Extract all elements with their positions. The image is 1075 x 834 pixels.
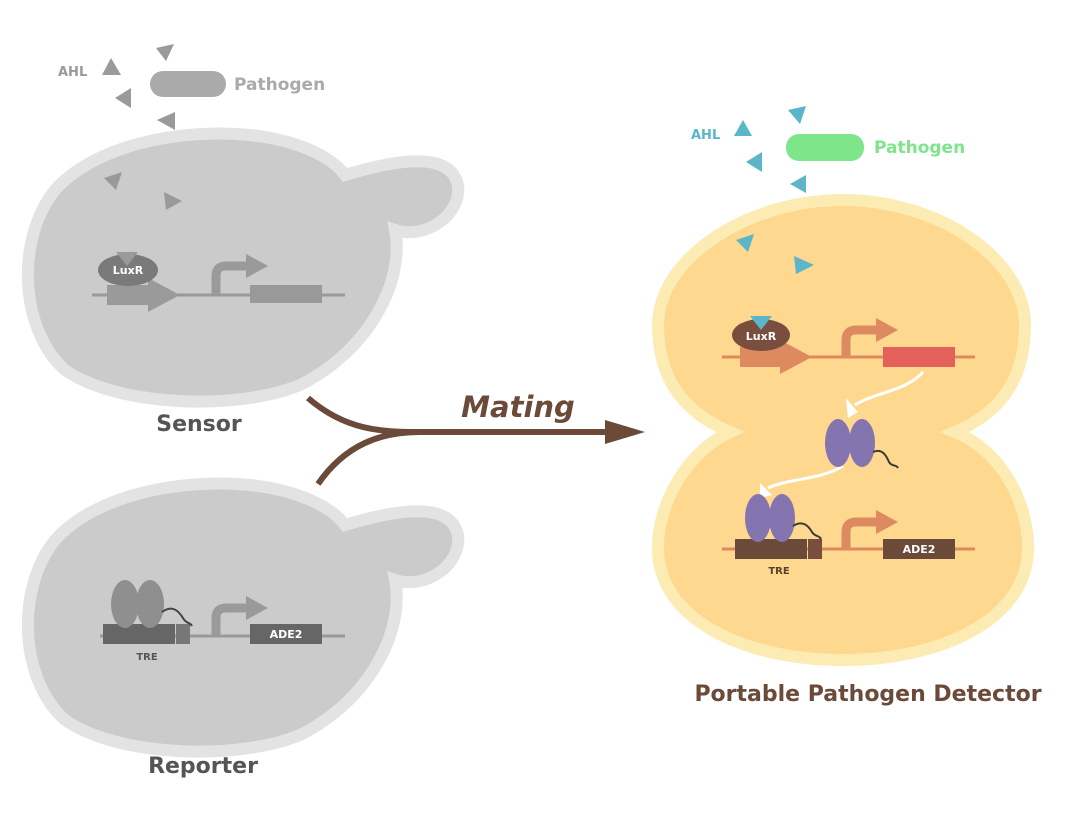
- transcription-start-arrow: [841, 517, 878, 549]
- ahl-molecule: [788, 106, 806, 124]
- ahl-molecule: [104, 172, 122, 190]
- promoter-arrow: [107, 278, 180, 312]
- mating-arrowhead: [605, 420, 645, 444]
- ahl-molecule: [102, 58, 121, 75]
- detector-tre-label: TRE: [768, 566, 790, 577]
- ahl-molecule: [115, 88, 131, 108]
- ahl-molecule: [750, 316, 772, 330]
- transcription-factor: [825, 419, 851, 467]
- reporter-gene-label: ADE2: [270, 628, 303, 641]
- sensor-pathogen-label: Pathogen: [234, 75, 325, 95]
- detector-luxr-label: LuxR: [746, 330, 777, 343]
- transcription-start-arrow: [211, 603, 248, 636]
- sensor-luxr-label: LuxR: [113, 264, 144, 277]
- factor-tail: [872, 449, 899, 469]
- tre-element: [103, 624, 175, 644]
- ade2-gene: [883, 539, 955, 559]
- transcription-factor: [849, 419, 875, 467]
- transcription-start-arrow: [211, 261, 248, 295]
- ahl-molecule: [157, 112, 175, 130]
- sensor-group: AHL Pathogen LuxR Sensor: [21, 44, 465, 437]
- reporter-title: Reporter: [148, 754, 258, 779]
- ahl-molecule: [794, 256, 814, 274]
- sensor-ahl-label: AHL: [58, 65, 87, 80]
- transcription-factor: [111, 580, 139, 628]
- reporter-tre-label: TRE: [136, 652, 158, 663]
- operator-box: [808, 539, 822, 559]
- detector-ahl-label: AHL: [691, 128, 720, 143]
- luxr-protein: [98, 254, 158, 286]
- ahl-molecule: [116, 252, 138, 266]
- pathogen-cell: [150, 71, 226, 97]
- mating-branch-top: [306, 395, 421, 435]
- mating-branch-bottom: [315, 429, 421, 486]
- reporter-yeast-cell: [21, 477, 465, 758]
- output-gene: [250, 285, 322, 303]
- mating-label: Mating: [461, 390, 575, 424]
- transcription-factor: [136, 580, 164, 628]
- operator-box: [176, 624, 190, 644]
- ahl-molecule: [736, 234, 754, 252]
- ahl-molecule: [734, 120, 752, 136]
- transcription-arrowhead: [876, 510, 898, 534]
- mating-arrow-group: Mating: [306, 390, 645, 486]
- expression-arrowhead: [846, 398, 858, 418]
- sensor-title: Sensor: [156, 412, 242, 437]
- transcription-arrowhead: [876, 318, 898, 342]
- transcription-start-arrow: [841, 325, 878, 357]
- expression-arrow: [854, 370, 925, 407]
- detector-gene-label: ADE2: [903, 543, 936, 556]
- detector-pathogen-label: Pathogen: [874, 138, 965, 158]
- ahl-molecule: [164, 192, 182, 210]
- transcription-factor: [745, 494, 771, 542]
- transcription-factor: [769, 494, 795, 542]
- ahl-molecule: [746, 152, 762, 172]
- factor-tail: [161, 607, 193, 627]
- binding-arrow: [767, 464, 844, 490]
- luxr-protein: [732, 319, 790, 351]
- detector-group: AHL Pathogen LuxR TRE: [651, 106, 1042, 707]
- transcription-arrowhead: [246, 254, 268, 278]
- binding-arrowhead: [760, 483, 772, 498]
- factor-tail: [792, 522, 822, 540]
- ade2-gene: [250, 624, 322, 644]
- ahl-molecule: [790, 175, 806, 193]
- detector-title: Portable Pathogen Detector: [694, 682, 1041, 707]
- transcription-arrowhead: [246, 596, 268, 620]
- pathogen-cell: [786, 134, 864, 161]
- ahl-molecule: [156, 44, 174, 61]
- factor-gene: [883, 347, 955, 367]
- tre-element: [735, 539, 807, 559]
- reporter-group: TRE ADE2 Reporter: [21, 477, 465, 779]
